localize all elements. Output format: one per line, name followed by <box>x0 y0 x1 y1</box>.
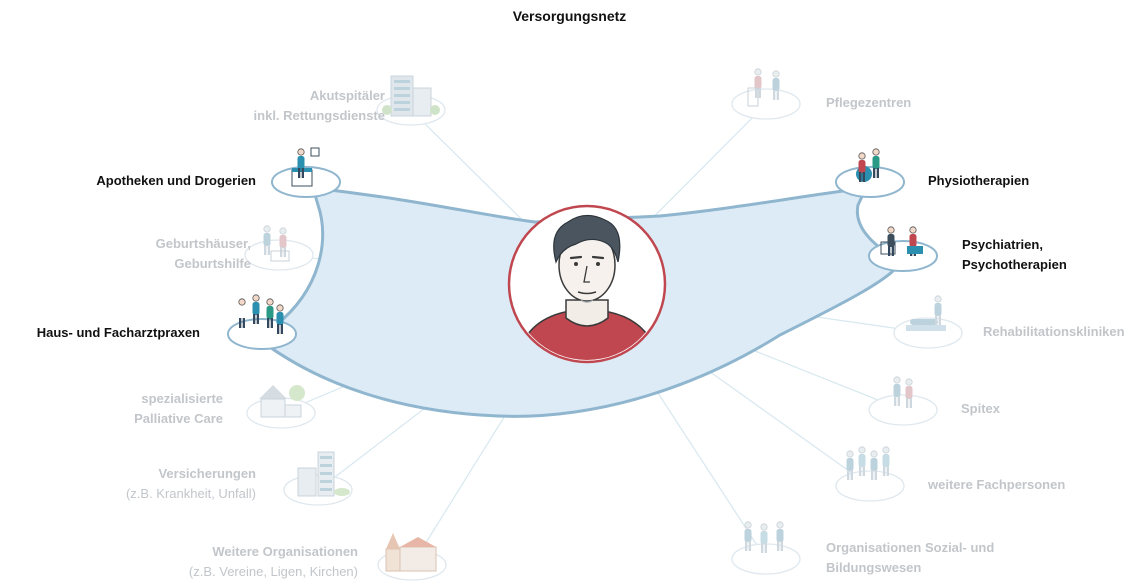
node-pflegezentren[interactable] <box>731 68 801 120</box>
node-base-ellipse <box>835 166 905 198</box>
node-akutspitaeler[interactable] <box>376 75 446 126</box>
node-base-ellipse <box>227 318 297 350</box>
palliative-house-icon <box>259 385 305 418</box>
node-label-pflegezentren: Pflegezentren <box>826 93 911 113</box>
node-apotheken[interactable] <box>271 147 341 198</box>
node-label-line: Bildungswesen <box>826 560 922 575</box>
node-versicherungen[interactable] <box>283 451 353 506</box>
therapy-session-icon <box>880 226 923 256</box>
node-label-line: spezialisierte <box>141 391 223 406</box>
node-label-line: Organisationen Sozial- und <box>826 540 995 555</box>
node-label-rehabilitation: Rehabilitationskliniken <box>983 322 1125 342</box>
node-psychiatrien[interactable] <box>868 226 938 272</box>
node-label-line: Psychiatrien, <box>962 237 1043 252</box>
node-hausarzt[interactable] <box>227 294 297 350</box>
node-label-line: Haus- und Facharztpraxen <box>36 325 200 340</box>
node-label-line: Apotheken und Drogerien <box>96 173 256 188</box>
node-base-ellipse <box>835 470 905 502</box>
node-label-line: Physiotherapien <box>928 173 1030 188</box>
node-label-subtext: (z.B. Krankheit, Unfall) <box>125 486 256 501</box>
node-fachpersonen[interactable] <box>835 446 905 502</box>
node-label-line: Psychotherapien <box>962 257 1067 272</box>
patient-portrait <box>507 204 667 364</box>
node-label-psychiatrien: Psychiatrien, Psychotherapien <box>962 235 1067 275</box>
node-label-physiotherapien: Physiotherapien <box>928 171 1029 191</box>
node-label-line: inkl. Rettungsdienste <box>253 108 385 123</box>
node-palliative[interactable] <box>246 385 316 429</box>
church-icon <box>385 533 437 572</box>
node-label-line: weitere Fachpersonen <box>928 477 1066 492</box>
node-weitere-org[interactable] <box>377 533 447 581</box>
pharmacy-icon <box>291 147 320 187</box>
node-label-line: Rehabilitationskliniken <box>983 324 1125 339</box>
node-label-line: Geburtshilfe <box>174 256 251 271</box>
node-label-fachpersonen: weitere Fachpersonen <box>928 475 1065 495</box>
node-label-geburtshaeuser: Geburtshäuser, Geburtshilfe <box>156 234 251 274</box>
node-label-apotheken: Apotheken und Drogerien <box>96 171 256 191</box>
node-label-spitex: Spitex <box>961 399 1000 419</box>
node-rehabilitation[interactable] <box>893 295 963 349</box>
node-label-line: Spitex <box>961 401 1001 416</box>
node-label-line: Versicherungen <box>158 466 256 481</box>
doctors-icon <box>238 294 284 334</box>
node-sozial[interactable] <box>731 521 801 575</box>
hospital-icon <box>382 75 440 117</box>
node-base-ellipse <box>868 240 938 272</box>
node-spitex[interactable] <box>868 376 938 426</box>
node-geburtshaeuser[interactable] <box>244 225 314 271</box>
node-base-ellipse <box>868 394 938 426</box>
node-label-subtext: (z.B. Vereine, Ligen, Kirchen) <box>188 564 358 579</box>
walker-icon <box>747 68 780 107</box>
node-label-line: Geburtshäuser, <box>155 236 251 251</box>
node-label-hausarzt: Haus- und Facharztpraxen <box>37 323 200 343</box>
node-label-akutspitaeler: Akutspitäler inkl. Rettungsdienste <box>254 86 385 126</box>
specialists-group-icon <box>846 446 890 480</box>
insurance-building-icon <box>297 451 350 497</box>
node-physiotherapien[interactable] <box>835 148 905 198</box>
node-base-ellipse <box>731 88 801 120</box>
diagram-title: Versorgungsnetz <box>512 8 627 24</box>
physio-icon <box>856 148 880 182</box>
midwife-icon <box>263 225 290 262</box>
node-base-ellipse <box>244 239 314 271</box>
network-nodes <box>227 68 963 581</box>
rehab-bed-icon <box>906 295 946 331</box>
node-label-line: Palliative Care <box>134 411 223 426</box>
node-label-line: Weitere Organisationen <box>212 544 358 559</box>
home-care-icon <box>893 376 913 408</box>
node-label-weitere-org: Weitere Organisationen (z.B. Vereine, Lig… <box>189 542 358 582</box>
node-label-line: Pflegezentren <box>826 95 912 110</box>
node-label-line: Akutspitäler <box>309 88 385 103</box>
node-label-versicherungen: Versicherungen (z.B. Krankheit, Unfall) <box>126 464 256 504</box>
social-workers-icon <box>744 521 784 553</box>
